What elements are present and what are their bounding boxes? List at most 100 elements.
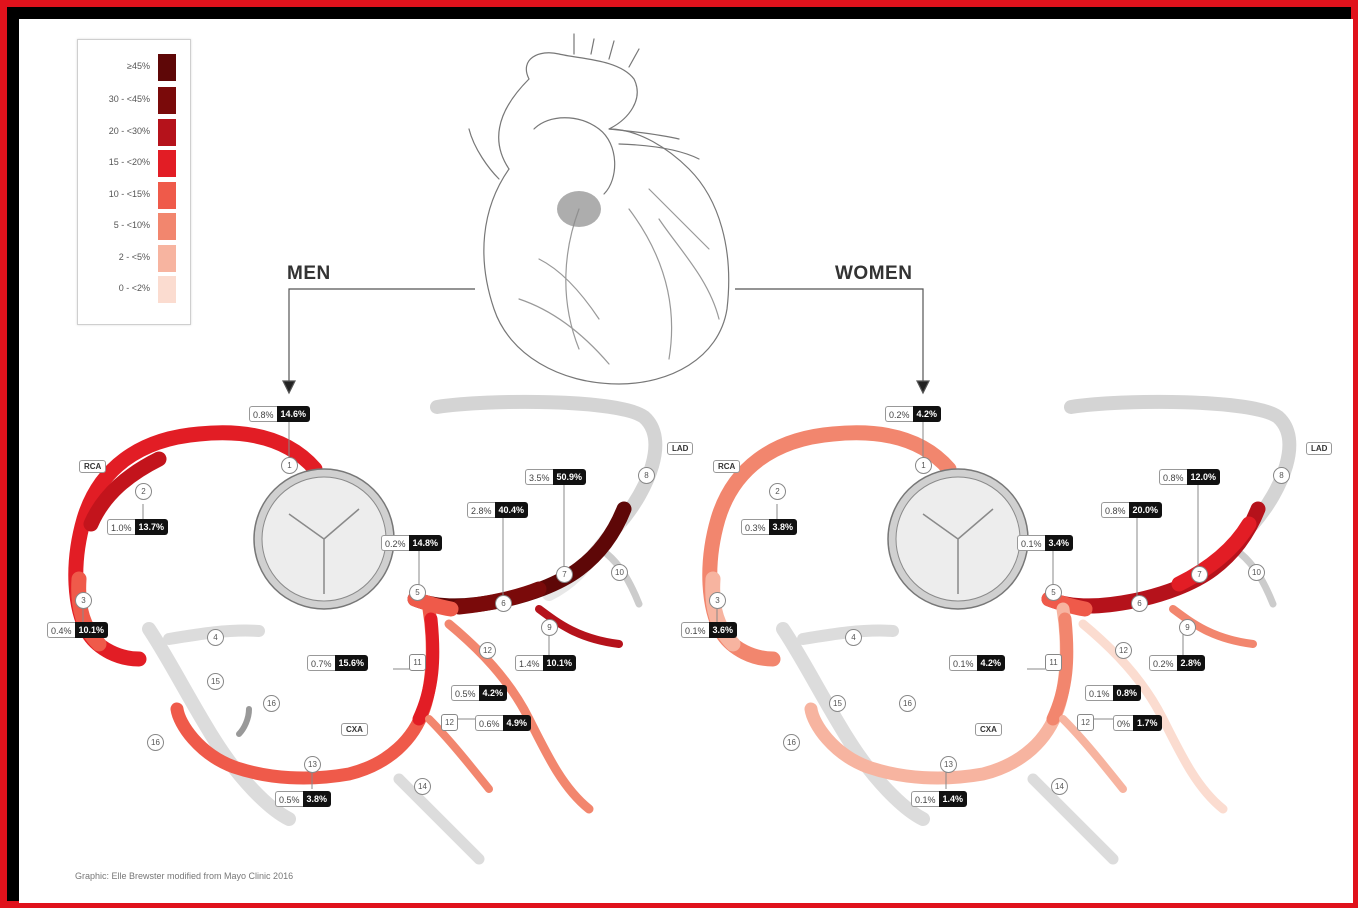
legend-item: 5 - <10% — [78, 211, 190, 242]
women-tag-seg12a: 0.1%0.8% — [1085, 685, 1141, 701]
women-segment-marker: 12 — [1077, 714, 1094, 731]
men-segment-marker: 9 — [541, 619, 558, 636]
women-tag-seg2: 0.3%3.8% — [741, 519, 797, 535]
women-segment-marker: 16 — [783, 734, 800, 751]
tag-left: 0.1% — [1017, 535, 1045, 551]
men-tag-seg12a: 0.5%4.2% — [451, 685, 507, 701]
men-segment-marker: 15 — [207, 673, 224, 690]
women-segment-marker: 4 — [845, 629, 862, 646]
tag-left: 0.5% — [275, 791, 303, 807]
women-tag-seg12b: 0%1.7% — [1113, 715, 1162, 731]
connector-lines — [283, 289, 929, 393]
legend-label: 20 - <30% — [109, 126, 150, 136]
men-tag-seg5: 0.2%14.8% — [381, 535, 442, 551]
legend-item: 15 - <20% — [78, 148, 190, 179]
women-segment-marker: 14 — [1051, 778, 1068, 795]
tag-right: 4.2% — [913, 406, 942, 422]
women-tag-seg9: 0.2%2.8% — [1149, 655, 1205, 671]
legend-item: 10 - <15% — [78, 180, 190, 211]
tag-left: 1.4% — [515, 655, 543, 671]
tag-right: 3.8% — [303, 791, 332, 807]
tag-right: 15.6% — [335, 655, 369, 671]
tag-left: 0.7% — [307, 655, 335, 671]
tag-left: 0.2% — [1149, 655, 1177, 671]
men-rca-label: RCA — [79, 460, 106, 473]
legend-label: 15 - <20% — [109, 157, 150, 167]
tag-right: 3.4% — [1045, 535, 1074, 551]
legend-item: ≥45% — [78, 52, 190, 83]
legend-swatch — [158, 245, 176, 272]
women-segment-marker: 15 — [829, 695, 846, 712]
coronary-illustration — [19, 19, 1353, 903]
heart-shadow — [557, 191, 601, 227]
tag-right: 20.0% — [1129, 502, 1163, 518]
women-segment-marker: 8 — [1273, 467, 1290, 484]
women-segment-marker: 13 — [940, 756, 957, 773]
men-tag-seg13: 0.5%3.8% — [275, 791, 331, 807]
women-tag-seg6: 0.8%20.0% — [1101, 502, 1162, 518]
women-tag-seg5: 0.1%3.4% — [1017, 535, 1073, 551]
women-segment-marker: 10 — [1248, 564, 1265, 581]
tag-left: 0.8% — [249, 406, 277, 422]
tag-left: 0.1% — [911, 791, 939, 807]
tag-left: 2.8% — [467, 502, 495, 518]
men-tag-seg11: 0.7%15.6% — [307, 655, 368, 671]
legend-swatch — [158, 119, 176, 146]
women-tag-seg11: 0.1%4.2% — [949, 655, 1005, 671]
tag-left: 0.5% — [451, 685, 479, 701]
legend: ≥45% 30 - <45% 20 - <30% 15 - <20% 10 - … — [77, 39, 191, 325]
women-segment-marker: 16 — [899, 695, 916, 712]
legend-label: 0 - <2% — [119, 283, 150, 293]
tag-right: 10.1% — [543, 655, 577, 671]
tag-right: 14.6% — [277, 406, 311, 422]
men-segment-marker: 5 — [409, 584, 426, 601]
men-tag-seg1: 0.8%14.6% — [249, 406, 310, 422]
men-segment-marker: 8 — [638, 467, 655, 484]
men-segment-marker: 3 — [75, 592, 92, 609]
legend-swatch — [158, 182, 176, 209]
tag-right: 3.8% — [769, 519, 798, 535]
legend-swatch — [158, 54, 176, 81]
women-rca-label: RCA — [713, 460, 740, 473]
women-segment-marker: 12 — [1115, 642, 1132, 659]
men-segment-marker: 12 — [479, 642, 496, 659]
women-segment-marker: 6 — [1131, 595, 1148, 612]
tag-left: 0.2% — [381, 535, 409, 551]
graphic-credit: Graphic: Elle Brewster modified from May… — [75, 871, 293, 881]
tag-right: 50.9% — [553, 469, 587, 485]
tag-left: 0.1% — [1085, 685, 1113, 701]
men-segment-marker: 14 — [414, 778, 431, 795]
women-cxa-label: CXA — [975, 723, 1002, 736]
tag-right: 4.2% — [977, 655, 1006, 671]
men-segment-marker: 2 — [135, 483, 152, 500]
legend-item: 30 - <45% — [78, 85, 190, 116]
men-segment-marker: 1 — [281, 457, 298, 474]
men-tag-seg3: 0.4%10.1% — [47, 622, 108, 638]
tag-right: 10.1% — [75, 622, 109, 638]
women-tag-seg3: 0.1%3.6% — [681, 622, 737, 638]
men-title: MEN — [287, 263, 331, 285]
men-tag-seg2: 1.0%13.7% — [107, 519, 168, 535]
legend-swatch — [158, 276, 176, 303]
tag-left: 3.5% — [525, 469, 553, 485]
tag-left: 0.8% — [1159, 469, 1187, 485]
tag-left: 0.4% — [47, 622, 75, 638]
tag-right: 0.8% — [1113, 685, 1142, 701]
tag-left: 0.6% — [475, 715, 503, 731]
women-segment-marker: 1 — [915, 457, 932, 474]
women-segment-marker: 7 — [1191, 566, 1208, 583]
men-aortic-valve — [254, 469, 394, 609]
legend-label: 10 - <15% — [109, 189, 150, 199]
diagram-canvas: ≥45% 30 - <45% 20 - <30% 15 - <20% 10 - … — [19, 19, 1353, 903]
legend-swatch — [158, 150, 176, 177]
men-segment-marker: 11 — [409, 654, 426, 671]
women-segment-marker: 3 — [709, 592, 726, 609]
legend-swatch — [158, 87, 176, 114]
tag-right: 2.8% — [1177, 655, 1206, 671]
legend-label: ≥45% — [127, 61, 150, 71]
men-segment-marker: 6 — [495, 595, 512, 612]
tag-left: 0.8% — [1101, 502, 1129, 518]
men-segment-marker: 13 — [304, 756, 321, 773]
men-cxa-label: CXA — [341, 723, 368, 736]
men-segment-marker: 7 — [556, 566, 573, 583]
